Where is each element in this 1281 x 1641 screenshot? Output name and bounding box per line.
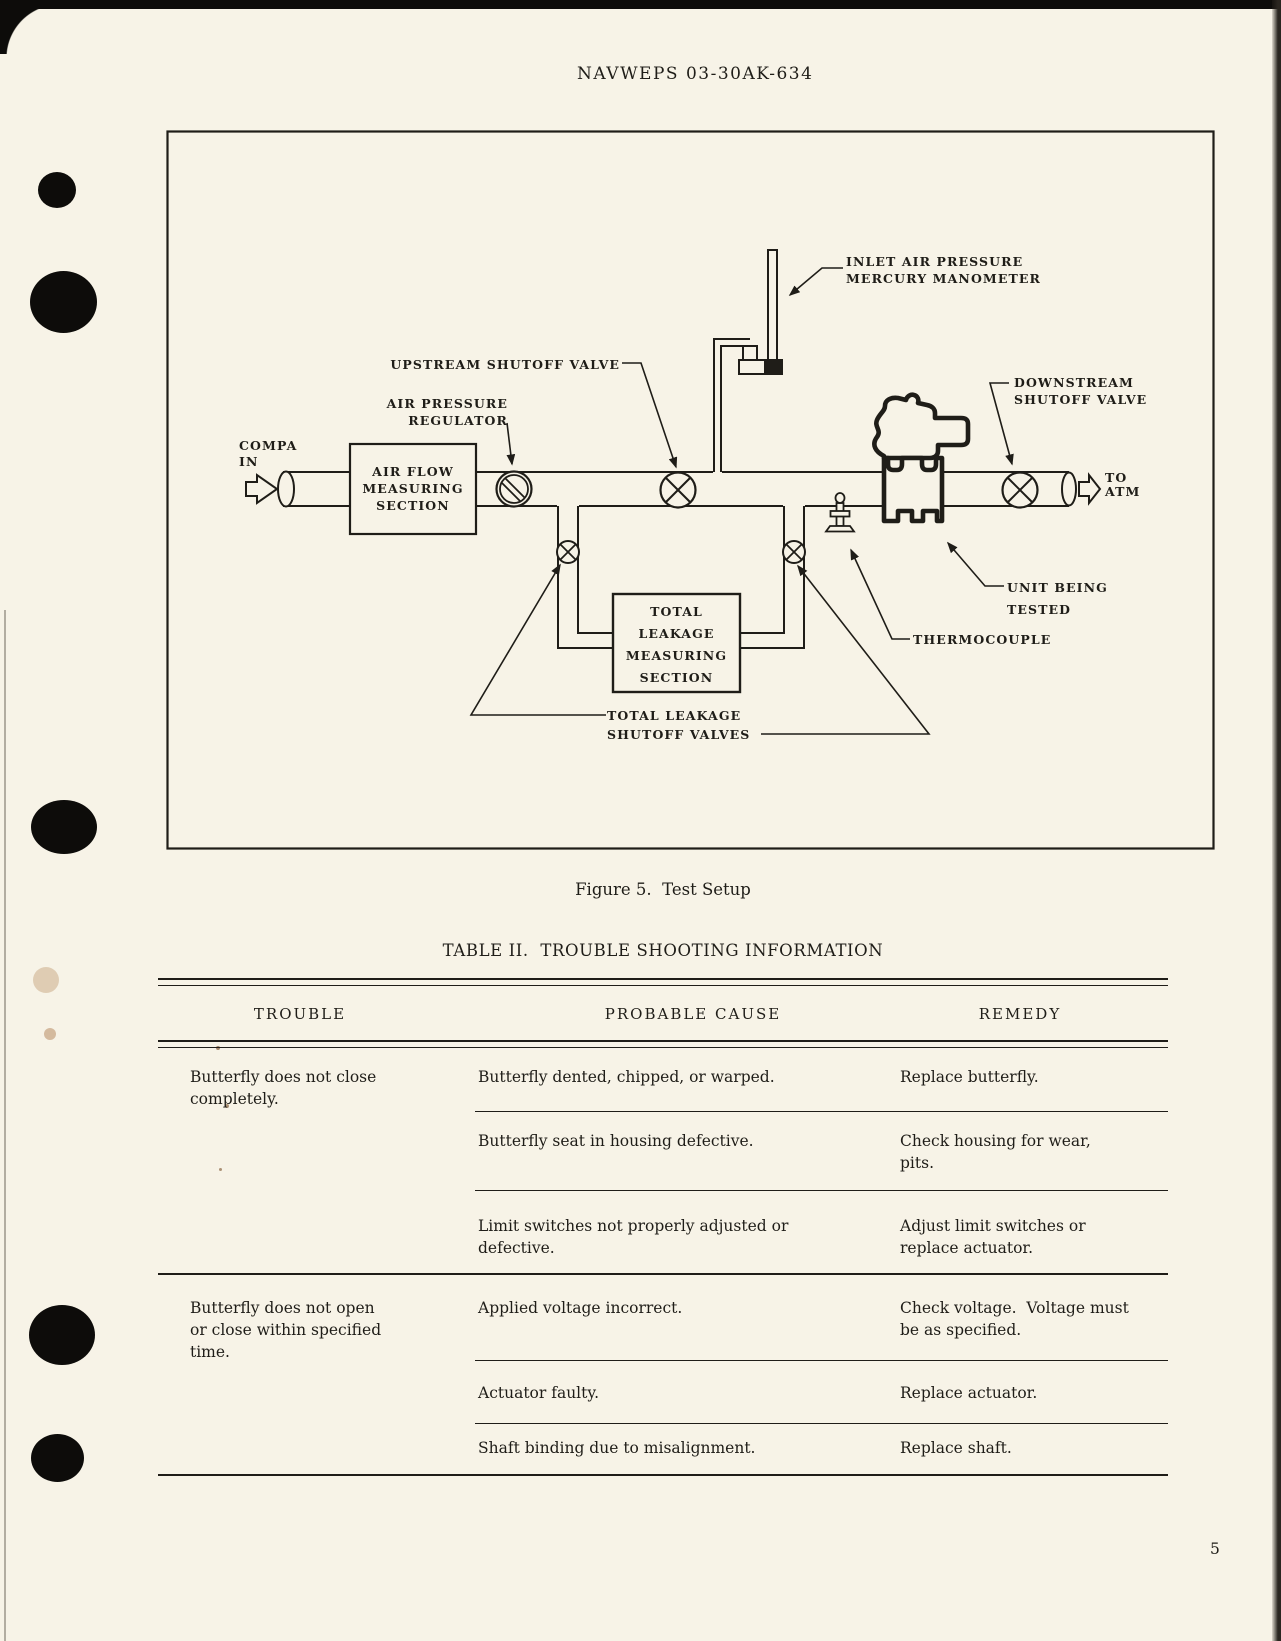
mercury-manometer-icon bbox=[738, 249, 783, 375]
page-fold-line bbox=[4, 610, 6, 1641]
figure-border bbox=[166, 130, 1215, 850]
trouble-cell: Butterfly does not close completely. bbox=[190, 1068, 377, 1108]
thermocouple-icon bbox=[824, 492, 856, 533]
document-number: NAVWEPS 03-30AK-634 bbox=[577, 64, 814, 84]
total-leakage-measuring-section-box bbox=[611, 592, 742, 694]
leader-lines bbox=[469, 267, 1014, 735]
manometer-pipe bbox=[713, 338, 758, 474]
table-bottom-rule bbox=[158, 1474, 1168, 1476]
figure-caption: Figure 5. Test Setup bbox=[575, 880, 751, 899]
remedy-cell: Check housing for wear, pits. bbox=[900, 1132, 1091, 1172]
compressed-air-in-label: COMPA IN bbox=[239, 438, 298, 469]
upstream-shutoff-valve-icon bbox=[659, 471, 697, 509]
paper-stain bbox=[44, 1028, 56, 1040]
total-leakage-valves-label: TOTAL LEAKAGE SHUTOFF VALVES bbox=[607, 708, 751, 742]
total-leakage-shutoff-valve-icon bbox=[782, 540, 806, 564]
cause-cell: Actuator faulty. bbox=[478, 1384, 599, 1402]
inlet-manometer-label: INLET AIR PRESSURE MERCURY MANOMETER bbox=[846, 254, 1042, 286]
cause-cell: Butterfly dented, chipped, or warped. bbox=[478, 1068, 775, 1086]
air-out-arrow-icon bbox=[1078, 472, 1102, 506]
air-flow-box-label: AIR FLOW MEASURING SECTION bbox=[362, 464, 464, 513]
table-title: TABLE II. TROUBLE SHOOTING INFORMATION bbox=[442, 941, 884, 960]
scan-top-edge bbox=[0, 0, 1281, 9]
unit-being-tested-icon bbox=[872, 392, 971, 524]
cause-cell: Butterfly seat in housing defective. bbox=[478, 1132, 754, 1150]
downstream-shutoff-valve-icon bbox=[1001, 471, 1039, 509]
paper-speck bbox=[219, 1168, 222, 1171]
punch-hole-mark bbox=[31, 800, 97, 854]
scan-corner bbox=[0, 0, 58, 54]
air-pressure-regulator-icon bbox=[495, 470, 533, 508]
table-subrule bbox=[475, 1360, 1168, 1361]
column-header-trouble: TROUBLE bbox=[253, 1005, 347, 1023]
remedy-cell: Replace shaft. bbox=[900, 1439, 1012, 1457]
table-rule bbox=[158, 978, 1168, 986]
air-pressure-regulator-label: AIR PRESSURE REGULATOR bbox=[386, 396, 508, 428]
paper-speck bbox=[225, 1104, 229, 1108]
air-in-arrow-icon bbox=[245, 473, 279, 505]
air-flow-measuring-section-box bbox=[348, 442, 478, 536]
paper-stain bbox=[33, 967, 59, 993]
page-right-edge bbox=[1272, 0, 1281, 1641]
total-leakage-box-label: TOTAL LEAKAGE MEASURING SECTION bbox=[625, 604, 728, 685]
table-rule bbox=[158, 1040, 1168, 1048]
remedy-cell: Check voltage. Voltage must be as specif… bbox=[900, 1299, 1129, 1339]
punch-hole-mark bbox=[31, 1434, 84, 1482]
punch-hole-mark bbox=[38, 172, 76, 208]
column-header-cause: PROBABLE CAUSE bbox=[604, 1005, 782, 1023]
punch-hole-mark bbox=[29, 1305, 95, 1365]
cause-cell: Limit switches not properly adjusted or … bbox=[478, 1217, 789, 1257]
column-header-remedy: REMEDY bbox=[978, 1005, 1062, 1023]
total-leakage-shutoff-valve-icon bbox=[556, 540, 580, 564]
punch-hole-mark bbox=[30, 271, 97, 333]
remedy-cell: Replace butterfly. bbox=[900, 1068, 1039, 1086]
table-subrule bbox=[475, 1190, 1168, 1191]
cause-cell: Shaft binding due to misalignment. bbox=[478, 1439, 756, 1457]
table-group-divider bbox=[158, 1273, 1168, 1275]
upstream-valve-label: UPSTREAM SHUTOFF VALVE bbox=[390, 357, 620, 372]
table-subrule bbox=[475, 1111, 1168, 1112]
unit-being-tested-label: UNIT BEING TESTED bbox=[1007, 580, 1108, 617]
table-subrule bbox=[475, 1423, 1168, 1424]
trouble-cell: Butterfly does not open or close within … bbox=[190, 1299, 382, 1361]
to-atm-label: TO ATM bbox=[1105, 470, 1141, 499]
downstream-valve-label: DOWNSTREAM SHUTOFF VALVE bbox=[1014, 375, 1148, 407]
thermocouple-label: THERMOCOUPLE bbox=[913, 632, 1052, 647]
remedy-cell: Adjust limit switches or replace actuato… bbox=[900, 1217, 1086, 1257]
test-setup-diagram bbox=[166, 130, 1215, 850]
remedy-cell: Replace actuator. bbox=[900, 1384, 1038, 1402]
cause-cell: Applied voltage incorrect. bbox=[478, 1299, 683, 1317]
paper-speck bbox=[216, 1046, 220, 1050]
page-number: 5 bbox=[1210, 1540, 1220, 1558]
